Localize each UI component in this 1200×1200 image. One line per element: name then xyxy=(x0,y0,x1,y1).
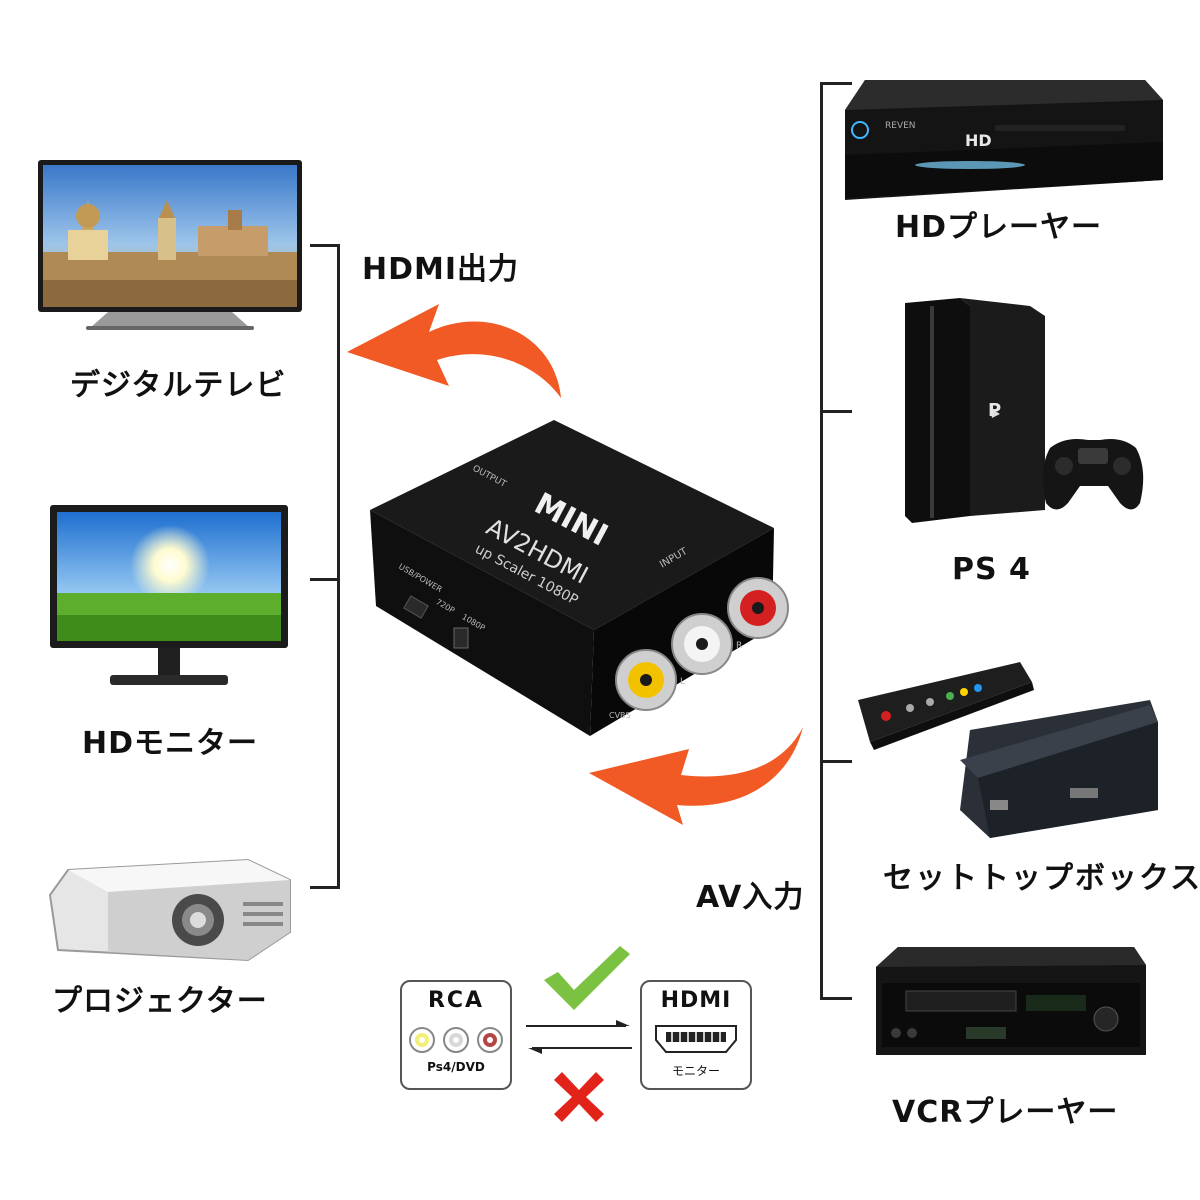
svg-text:P: P xyxy=(988,400,1001,421)
hdmi-card-caption: モニター xyxy=(671,1064,720,1078)
right-bracket-tick-stb xyxy=(820,760,852,763)
av-input-label: AV入力 xyxy=(696,880,805,915)
right-device-label-set-top-box: セットトップボックス xyxy=(883,861,1200,896)
input-arrow-icon xyxy=(585,725,810,825)
left-bracket-tick-tv xyxy=(310,244,340,247)
set-top-box-icon xyxy=(850,660,1160,840)
output-arrow-icon xyxy=(345,290,570,400)
vcr-icon xyxy=(876,947,1146,1055)
converter-device: MINI AV2HDMI up Scaler 1080P OUTPUT INPU… xyxy=(362,418,802,738)
left-bracket-tick-monitor xyxy=(310,578,340,581)
rca-jack-white[interactable] xyxy=(671,613,733,675)
left-bracket-tick-projector xyxy=(310,886,340,889)
hdmi-card-title: HDMI xyxy=(660,988,732,1013)
check-icon xyxy=(540,944,632,1014)
left-device-label-tv: デジタルテレビ xyxy=(70,368,287,403)
arrow-left-icon xyxy=(526,1042,632,1056)
projector-icon xyxy=(48,850,293,965)
left-device-label-projector: プロジェクター xyxy=(52,984,268,1019)
right-bracket-vertical xyxy=(820,82,823,1000)
left-bracket-vertical xyxy=(337,244,340,889)
jack-cvbs-label: CVBS xyxy=(609,711,630,720)
jack-r-label: R xyxy=(736,641,742,651)
cross-icon xyxy=(548,1066,610,1128)
tv-icon xyxy=(38,160,302,332)
right-device-label-ps4: PS 4 xyxy=(952,552,1031,587)
monitor-icon xyxy=(50,505,288,690)
ps4-icon: P xyxy=(900,298,1148,523)
hd-player-brand: REVEN xyxy=(885,121,916,131)
rca-plugs-icon xyxy=(409,1027,503,1053)
rca-card-title: RCA xyxy=(427,988,485,1013)
hdmi-card: HDMI モニター xyxy=(640,980,752,1090)
hd-player-badge: HD xyxy=(965,131,992,150)
jack-l-label: L xyxy=(680,677,685,687)
right-bracket-tick-hd-player xyxy=(820,82,852,85)
right-bracket-tick-ps4 xyxy=(820,410,852,413)
hdmi-output-label: HDMI出力 xyxy=(362,252,520,287)
hd-player-icon: REVEN HD xyxy=(845,70,1165,200)
hdmi-port-icon xyxy=(655,1025,737,1053)
right-device-label-hd-player: HDプレーヤー xyxy=(895,210,1103,245)
arrow-right-icon xyxy=(526,1018,632,1032)
rca-jack-red[interactable] xyxy=(727,577,789,639)
rca-card: RCA Ps4/DVD xyxy=(400,980,512,1090)
rca-card-caption: Ps4/DVD xyxy=(427,1060,485,1074)
rca-jack-yellow[interactable] xyxy=(615,649,677,711)
left-device-label-monitor: HDモニター xyxy=(82,726,259,761)
right-device-label-vcr: VCRプレーヤー xyxy=(892,1095,1119,1130)
right-bracket-tick-vcr xyxy=(820,997,852,1000)
